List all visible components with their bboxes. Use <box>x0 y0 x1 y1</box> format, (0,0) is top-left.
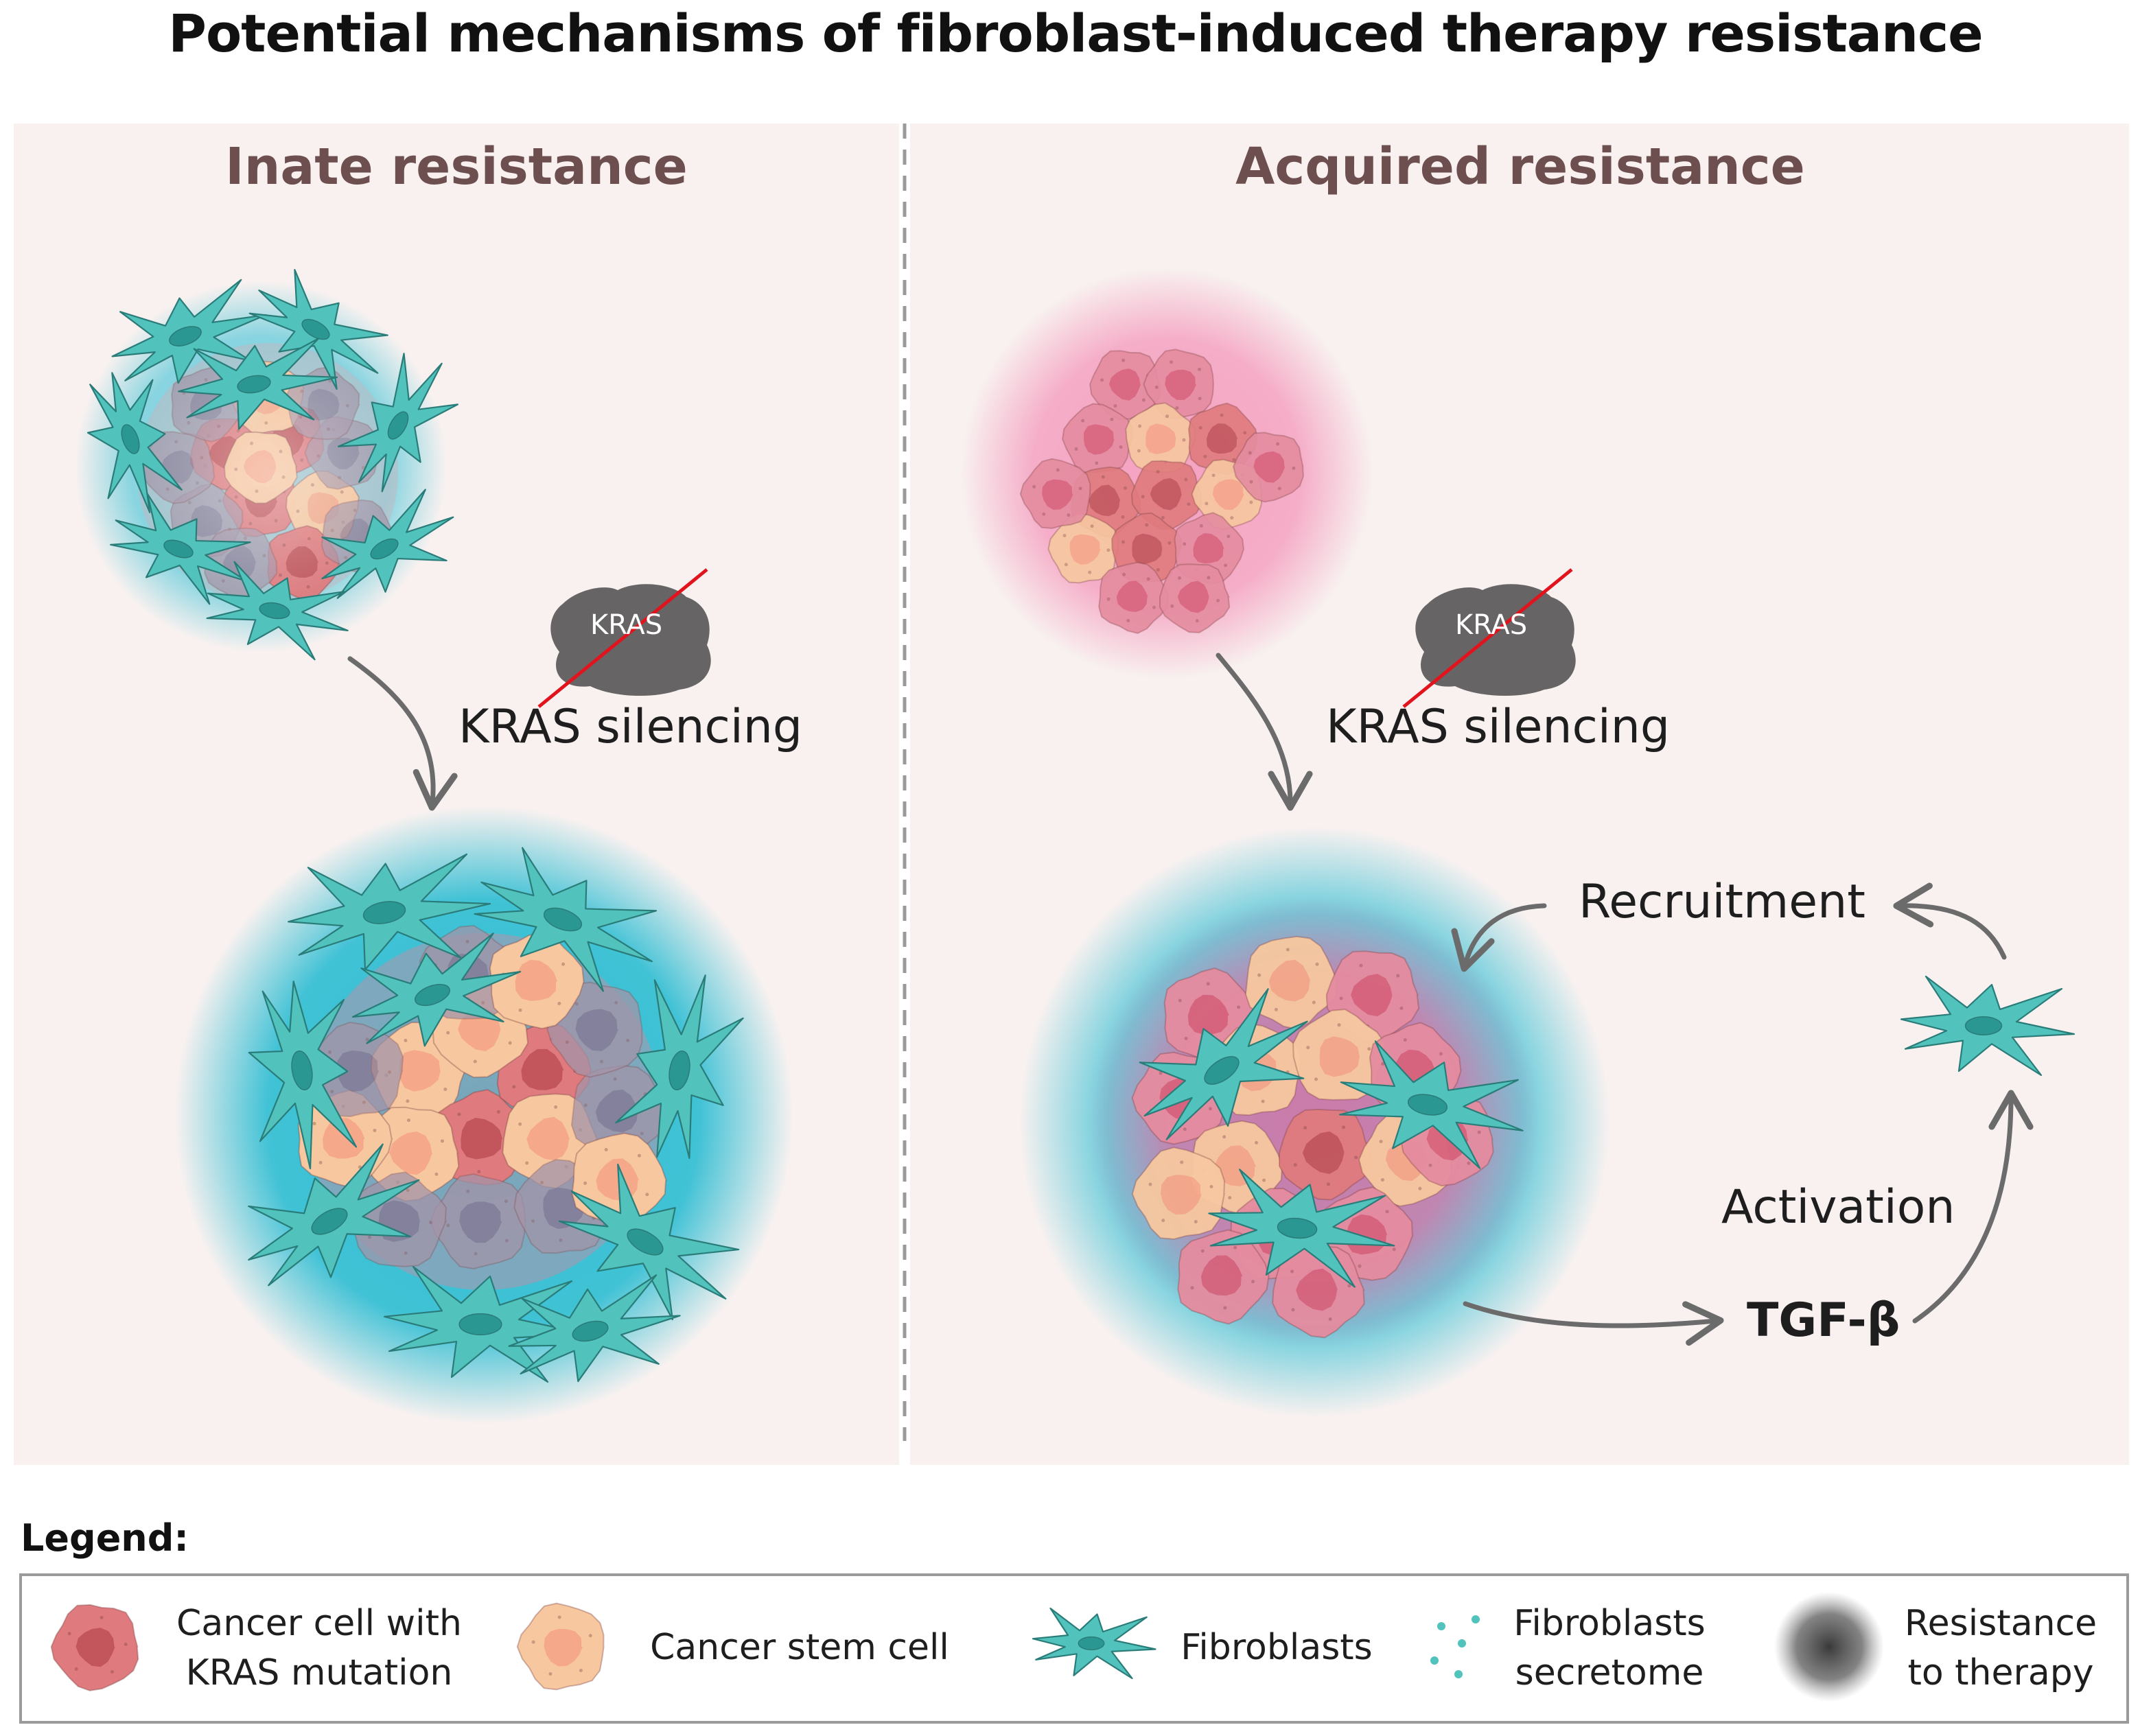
cancer-cell <box>307 1021 404 1118</box>
recruitment-arrow-left <box>1451 903 1547 972</box>
legend-item-label-line1: Fibroblasts <box>1513 1603 1706 1644</box>
cancer-cell <box>1130 460 1202 530</box>
legend-icons <box>50 1592 1884 1702</box>
tgf-beta-label: TGF-β <box>1747 1293 1900 1348</box>
fibroblast-cell <box>248 1143 420 1287</box>
cancer-cell <box>1143 349 1214 420</box>
innate-kras-silencing-label: KRAS silencing <box>458 700 803 754</box>
fibroblast-cell <box>1139 988 1308 1140</box>
legend-item-label-line2: KRAS mutation <box>185 1652 453 1693</box>
cancer-cell <box>1062 403 1134 473</box>
activation-arrow <box>1912 1090 2034 1324</box>
legend-item-label-line1: Cancer stem cell <box>650 1627 949 1668</box>
fibroblast-cell <box>351 932 522 1047</box>
legend-item-label-line2: to therapy <box>1907 1652 2094 1693</box>
activation-label: Activation <box>1721 1180 1955 1234</box>
secretome-dot <box>1458 1639 1466 1647</box>
innate-down-arrow <box>347 656 458 811</box>
legend-item-label-line1: Cancer cell with <box>176 1603 462 1644</box>
fibroblast-cell <box>86 372 183 513</box>
cancer-stem-cell <box>1292 1008 1386 1101</box>
fibroblast-cell <box>288 853 491 971</box>
fibroblast-cell <box>1338 1040 1524 1169</box>
cancer-stem-cell <box>1047 513 1119 584</box>
fibroblast-cell <box>1208 1169 1395 1288</box>
secretome-dot <box>1430 1656 1439 1665</box>
legend-item-resistance: Resistance to therapy <box>1887 1599 2114 1698</box>
innate-panel-title: Inate resistance <box>225 137 688 196</box>
cancer-cell <box>1233 432 1304 503</box>
acquired-down-arrow <box>1216 653 1313 811</box>
cancer-cell <box>1098 561 1170 634</box>
acquired-kras-silencing-label: KRAS silencing <box>1326 700 1671 754</box>
fibroblast-cell <box>248 268 388 390</box>
resistance-glow-icon <box>1774 1592 1884 1702</box>
fibroblast-cell <box>474 847 658 992</box>
tgf-beta-arrow <box>1463 1301 1724 1346</box>
acquired-kras-rock-icon <box>1402 568 1576 708</box>
acquired-kras-label: KRAS <box>1455 609 1528 641</box>
legend-item-label-line1: Fibroblasts <box>1181 1627 1373 1668</box>
secretome-dot <box>1454 1670 1463 1678</box>
fibroblast-cell <box>178 338 338 430</box>
cancer-cell <box>1089 350 1161 421</box>
legend-item-fibroblasts: Fibroblasts <box>1167 1623 1386 1672</box>
legend-item-label-line2: secretome <box>1515 1652 1704 1693</box>
fibroblast-cell <box>206 561 349 661</box>
recruitment-label: Recruitment <box>1579 875 1865 929</box>
secretome-dot <box>1437 1622 1445 1630</box>
fibroblast-cell <box>1032 1607 1156 1680</box>
fibroblast-cell <box>111 279 267 384</box>
legend-item-stem-cell: Cancer stem cell <box>635 1623 964 1672</box>
fibroblast-cell <box>615 974 744 1160</box>
acquired-top-tumor <box>1019 349 1304 634</box>
recruitment-arrow-right <box>1893 882 2007 960</box>
cancer-stem-cell <box>1244 935 1338 1030</box>
innate-kras-label: KRAS <box>590 609 663 641</box>
acquired-panel-title: Acquired resistance <box>1235 137 1805 196</box>
cancer-cell <box>1177 1229 1270 1325</box>
cancer-stem-cell <box>489 931 585 1030</box>
legend-title: Legend: <box>21 1516 189 1560</box>
cancer-stem-cell <box>1125 402 1196 473</box>
fibroblast-group <box>86 268 2076 1383</box>
cancer-cell <box>1279 1108 1372 1201</box>
secretome-dot <box>1472 1615 1480 1623</box>
fibroblast-cell <box>1900 975 2076 1077</box>
fibroblast-cell <box>321 489 454 599</box>
legend-item-kras-mutant: Cancer cell with KRAS mutation <box>165 1599 474 1698</box>
cancer-cell <box>430 1173 526 1270</box>
fibroblast-cell <box>337 353 459 493</box>
cancer-stem-cell <box>516 1602 605 1691</box>
fibroblast-cell <box>248 981 358 1170</box>
cancer-cell <box>50 1604 139 1691</box>
cancer-cell <box>1159 563 1231 633</box>
legend-item-secretome: Fibroblasts secretome <box>1493 1599 1726 1698</box>
fibroblast-cell <box>558 1163 740 1321</box>
cancer-cell <box>1019 458 1091 529</box>
innate-kras-rock-icon <box>537 568 711 708</box>
figure-title: Potential mechanisms of fibroblast-induc… <box>168 3 1983 64</box>
cancer-stem-cell <box>1131 1147 1226 1240</box>
legend-item-label-line1: Resistance <box>1904 1603 2097 1644</box>
fibroblast-cell <box>508 1274 681 1383</box>
